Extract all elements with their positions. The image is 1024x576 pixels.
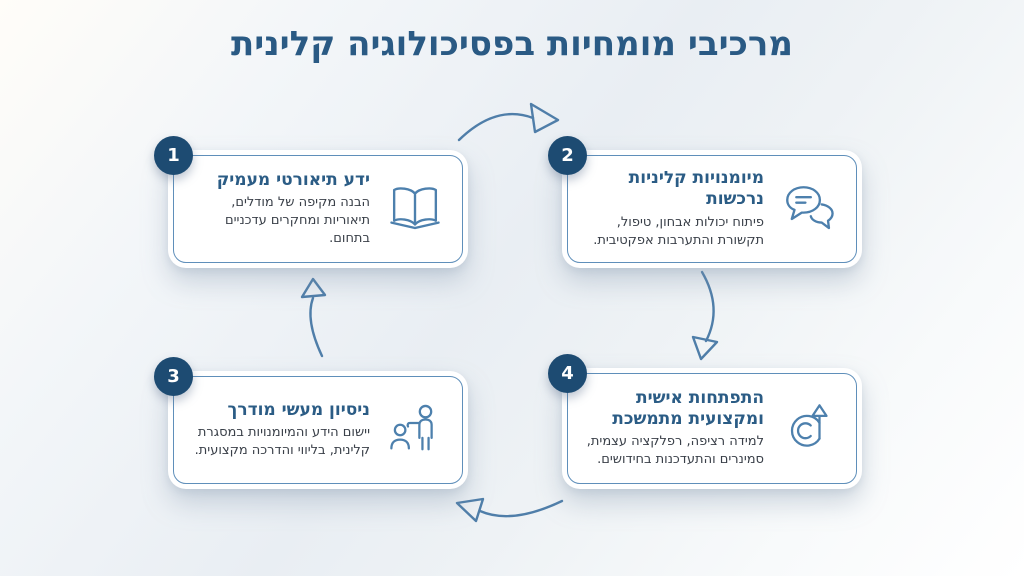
growth-cycle-arrow-icon xyxy=(778,398,840,460)
step-3-number-badge: 3 xyxy=(154,357,193,396)
arrow-step4-to-step3 xyxy=(455,497,564,523)
step-number: 2 xyxy=(561,145,574,166)
step-number: 3 xyxy=(167,366,180,387)
step-1-number-badge: 1 xyxy=(154,136,193,175)
step-number: 4 xyxy=(561,363,574,384)
card-surface: התפתחות אישית ומקצועית מתמשכת למידה רציפ… xyxy=(562,368,862,489)
arrow-step1-to-step2 xyxy=(457,102,560,142)
mentor-people-icon xyxy=(384,399,446,461)
page-title: מרכיבי מומחיות בפסיכולוגיה קלינית xyxy=(231,24,793,64)
chat-bubbles-icon xyxy=(778,178,840,240)
card-body: יישום הידע והמיומנויות במסגרת קלינית, בל… xyxy=(194,425,370,459)
step-card-4: 4 התפתחות אישית ומקצועית מתמשכת למידה רצ… xyxy=(548,354,862,489)
step-card-1: 1 ידע תיאורטי מעמיק הבנה מקיפה של מודלים… xyxy=(154,136,468,268)
card-title: ניסיון מעשי מודרך xyxy=(227,399,370,420)
card-surface: ניסיון מעשי מודרך יישום הידע והמיומנויות… xyxy=(168,371,468,489)
card-title: ידע תיאורטי מעמיק xyxy=(216,169,370,190)
step-number: 1 xyxy=(167,145,180,166)
card-title: התפתחות אישית ומקצועית מתמשכת xyxy=(612,387,764,429)
card-body: למידה רציפה, רפלקציה עצמית, סמינרים והתע… xyxy=(586,434,764,468)
open-book-icon xyxy=(384,178,446,240)
card-body: הבנה מקיפה של מודלים, תיאוריות ומחקרים ע… xyxy=(225,195,370,247)
step-card-3: 3 ניסיון מעשי מודרך ייש xyxy=(154,357,468,489)
card-surface: ידע תיאורטי מעמיק הבנה מקיפה של מודלים, … xyxy=(168,150,468,268)
step-card-2: 2 מיומנויות קליניות נרכשות פיתוח יכולות … xyxy=(548,136,862,268)
card-body: פיתוח יכולות אבחון, טיפול, תקשורת והתערב… xyxy=(593,214,764,248)
step-2-number-badge: 2 xyxy=(548,136,587,175)
arrow-step3-to-step1 xyxy=(300,277,327,358)
card-title: מיומנויות קליניות נרכשות xyxy=(628,168,764,210)
arrow-step2-to-step4 xyxy=(691,270,719,361)
step-4-number-badge: 4 xyxy=(548,354,587,393)
card-surface: מיומנויות קליניות נרכשות פיתוח יכולות אב… xyxy=(562,150,862,268)
